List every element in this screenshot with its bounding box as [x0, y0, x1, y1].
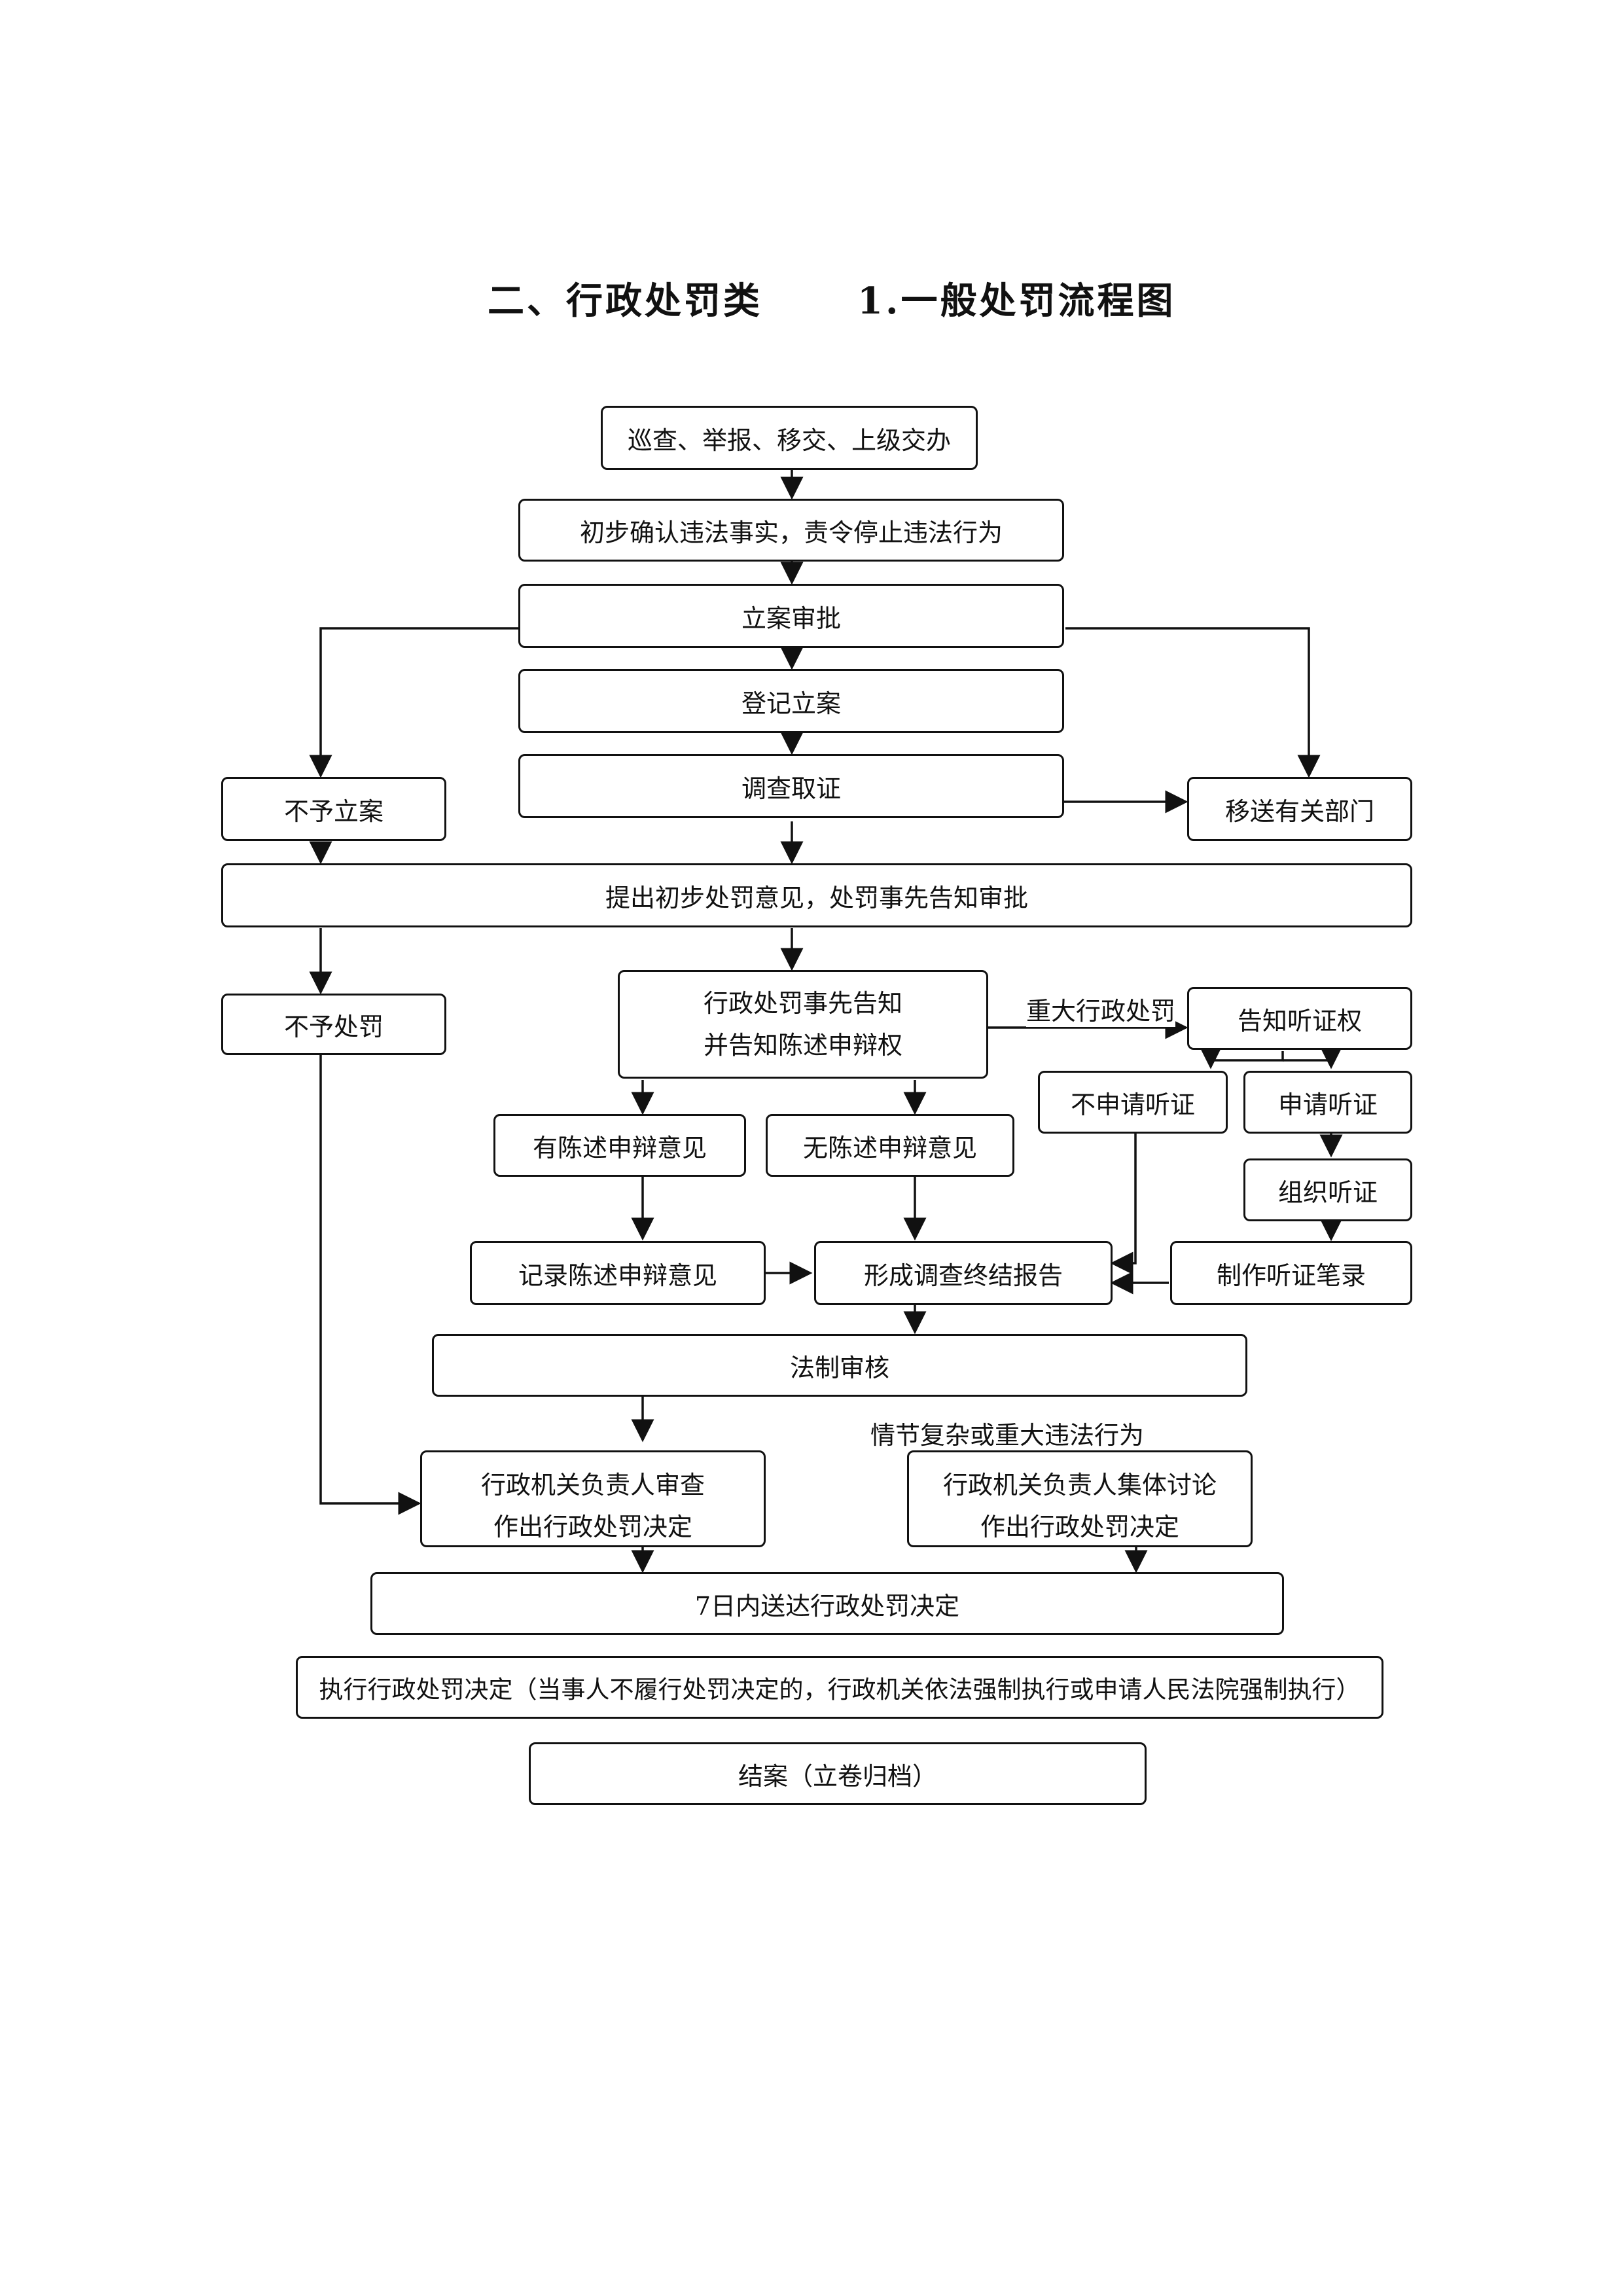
node-collective: 行政机关负责人集体讨论 作出行政处罚决定: [907, 1450, 1253, 1547]
node-execute: 执行行政处罚决定（当事人不履行处罚决定的，行政机关依法强制执行或申请人民法院强制…: [296, 1656, 1383, 1719]
node-has-statement: 有陈述申辩意见: [493, 1114, 746, 1177]
arrow-nopenalty-headreview: [319, 1055, 421, 1515]
node-head-review: 行政机关负责人审查 作出行政处罚决定: [420, 1450, 766, 1547]
node-no-hearing: 不申请听证: [1038, 1071, 1228, 1134]
node-approve: 立案审批: [518, 584, 1064, 648]
arrow-hearingright-nohearing: [1199, 1046, 1284, 1069]
node-deliver: 7日内送达行政处罚决定: [370, 1572, 1284, 1635]
node-no-penalty: 不予处罚: [221, 994, 446, 1055]
node-apply-hearing: 申请听证: [1243, 1071, 1412, 1134]
node-collective-line1: 行政机关负责人集体讨论: [942, 1471, 1217, 1499]
node-legal-review: 法制审核: [432, 1334, 1247, 1397]
node-notify-line2: 并告知陈述申辩权: [703, 1031, 902, 1060]
node-register: 登记立案: [518, 669, 1064, 733]
node-no-case: 不予立案: [221, 777, 446, 841]
arrow-nohearing-report: [1110, 1132, 1137, 1275]
node-hearing-right: 告知听证权: [1187, 987, 1412, 1050]
label-complex: 情节复杂或重大违法行为: [870, 1415, 1145, 1451]
node-no-statement: 无陈述申辩意见: [766, 1114, 1014, 1177]
node-record-statement: 记录陈述申辩意见: [470, 1241, 766, 1305]
node-hearing-record: 制作听证笔录: [1170, 1241, 1412, 1305]
node-opinion: 提出初步处罚意见，处罚事先告知审批: [221, 863, 1412, 927]
arrow-approve-transfer: [1065, 627, 1321, 778]
page-title-name: 1.一般处罚流程图: [857, 279, 1176, 323]
node-collective-line2: 作出行政处罚决定: [980, 1513, 1179, 1541]
arrow-hearingright-apply: [1283, 1046, 1343, 1069]
arrow-approve-nocase: [309, 627, 518, 778]
label-major: 重大行政处罚: [1026, 991, 1176, 1027]
node-confirm: 初步确认违法事实，责令停止违法行为: [518, 499, 1064, 562]
node-head-review-line2: 作出行政处罚决定: [493, 1513, 692, 1541]
node-notify-line1: 行政处罚事先告知: [703, 989, 902, 1018]
node-notify: 行政处罚事先告知 并告知陈述申辩权: [618, 970, 988, 1079]
node-head-review-line1: 行政机关负责人审查: [480, 1471, 705, 1499]
page-title-category: 二、行政处罚类: [488, 279, 762, 323]
node-transfer: 移送有关部门: [1187, 777, 1412, 841]
node-report: 形成调查终结报告: [814, 1241, 1113, 1305]
node-close: 结案（立卷归档）: [529, 1742, 1147, 1805]
node-patrol: 巡查、举报、移交、上级交办: [601, 406, 978, 470]
node-organize-hearing: 组织听证: [1243, 1158, 1412, 1221]
node-investigate: 调查取证: [518, 754, 1064, 818]
